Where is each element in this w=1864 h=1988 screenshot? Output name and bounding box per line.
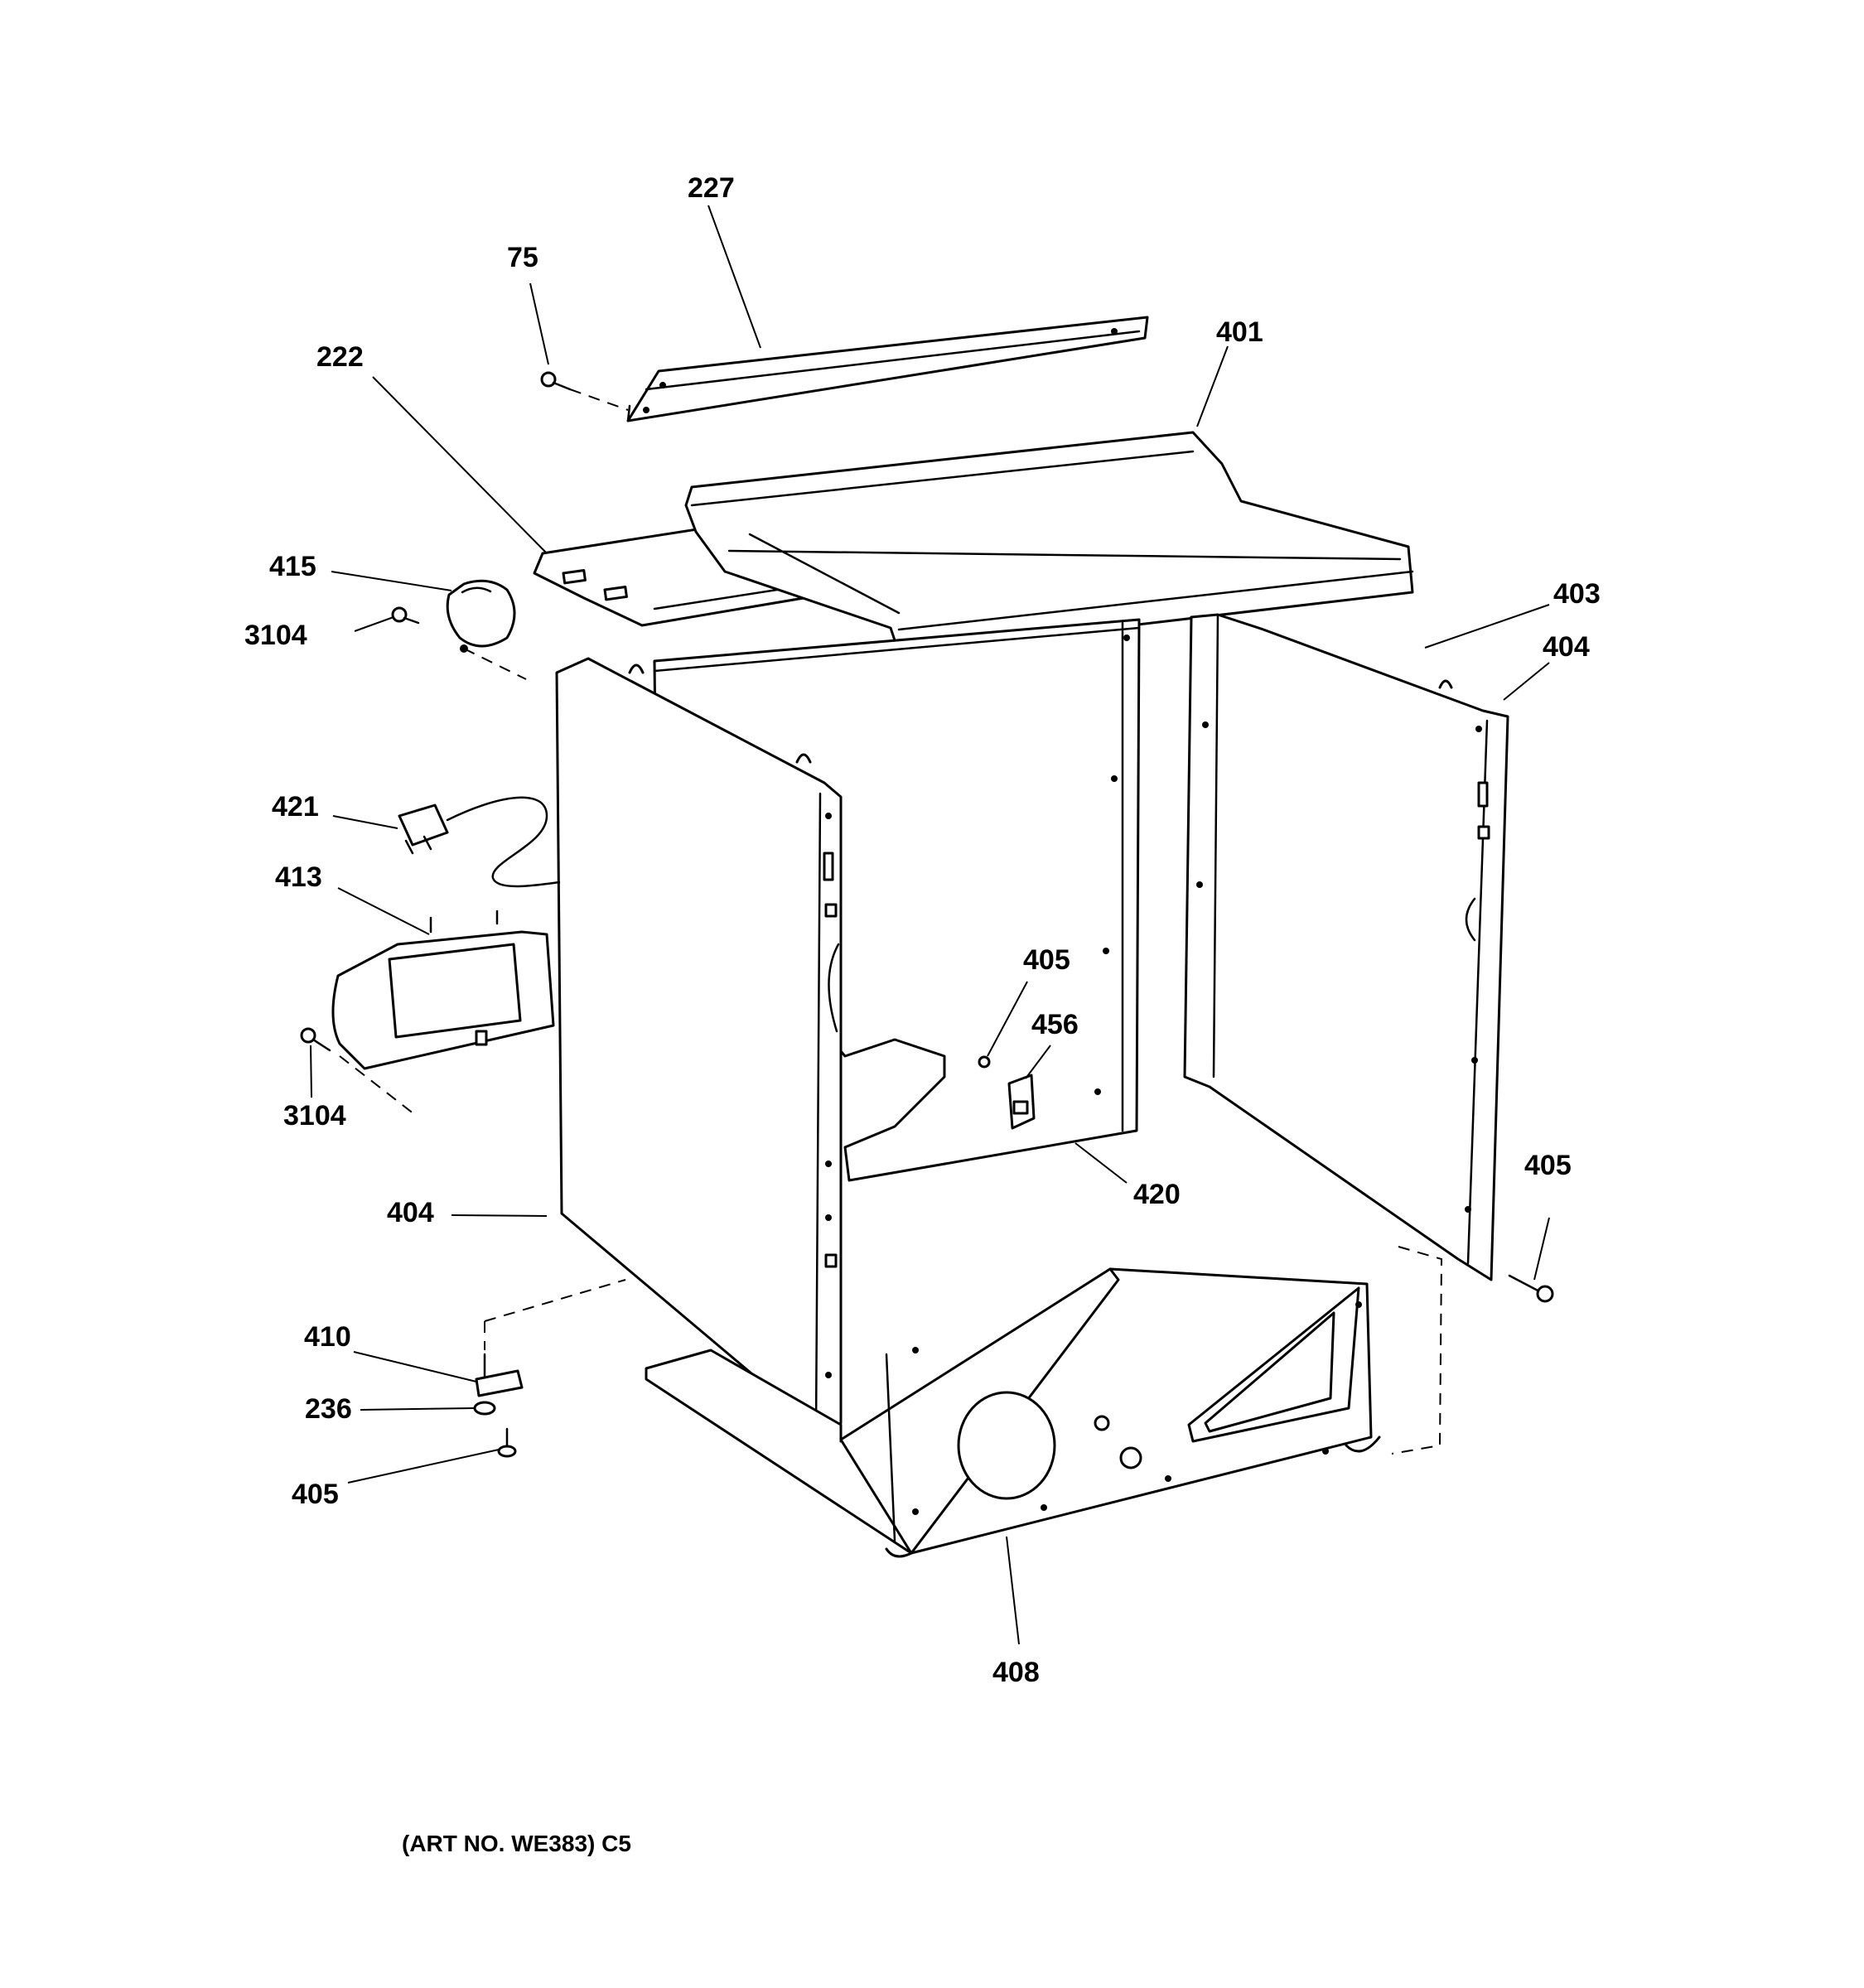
part-408-base [645, 1267, 1381, 1558]
part-405-right-screw [1508, 1274, 1554, 1303]
callout-405-right: 405 [1524, 1150, 1572, 1181]
part-456-bracket [1007, 1074, 1036, 1130]
callout-420: 420 [1133, 1179, 1181, 1210]
assembly-dash-lines [339, 388, 1443, 1455]
callout-405-bottom: 405 [292, 1479, 339, 1510]
part-421-power-cord [398, 796, 561, 888]
callout-456: 456 [1031, 1009, 1079, 1040]
part-415-round-cover [446, 579, 516, 653]
callout-403: 403 [1553, 578, 1601, 610]
callout-413: 413 [275, 861, 322, 893]
part-413-access-cover [331, 910, 555, 1070]
callout-401: 401 [1216, 316, 1263, 348]
callout-410: 410 [304, 1321, 351, 1353]
part-405-bottom-screw [497, 1427, 517, 1458]
callout-415: 415 [269, 551, 316, 582]
callout-404-right: 404 [1543, 631, 1590, 663]
callout-236: 236 [305, 1393, 352, 1425]
callout-404-left: 404 [387, 1197, 434, 1228]
callout-227: 227 [688, 172, 735, 204]
part-3104-bottom-screw [300, 1027, 331, 1052]
part-405-mid-screw [978, 1055, 991, 1069]
leader-lines [310, 205, 1550, 1645]
part-236-pad [473, 1401, 496, 1416]
callout-labels: 227 75 401 222 415 3104 403 404 421 413 … [244, 172, 1601, 1688]
callout-3104-top: 3104 [244, 620, 307, 651]
callout-3104-bottom: 3104 [283, 1100, 346, 1132]
part-227-bracket [626, 316, 1149, 422]
part-404-left-side-panel [555, 657, 843, 1433]
callout-222: 222 [316, 341, 364, 373]
part-75-screw [540, 371, 572, 391]
callout-408: 408 [992, 1657, 1040, 1688]
part-401-top-cover [684, 431, 1414, 654]
callout-421: 421 [272, 791, 319, 823]
part-3104-top-screw [391, 606, 420, 625]
callout-75: 75 [507, 242, 538, 273]
art-number-caption: (ART NO. WE383) C5 [402, 1831, 631, 1856]
part-404-right-side-panel [1183, 613, 1509, 1281]
part-410-leg [475, 1353, 524, 1397]
callout-405-mid: 405 [1023, 944, 1070, 976]
